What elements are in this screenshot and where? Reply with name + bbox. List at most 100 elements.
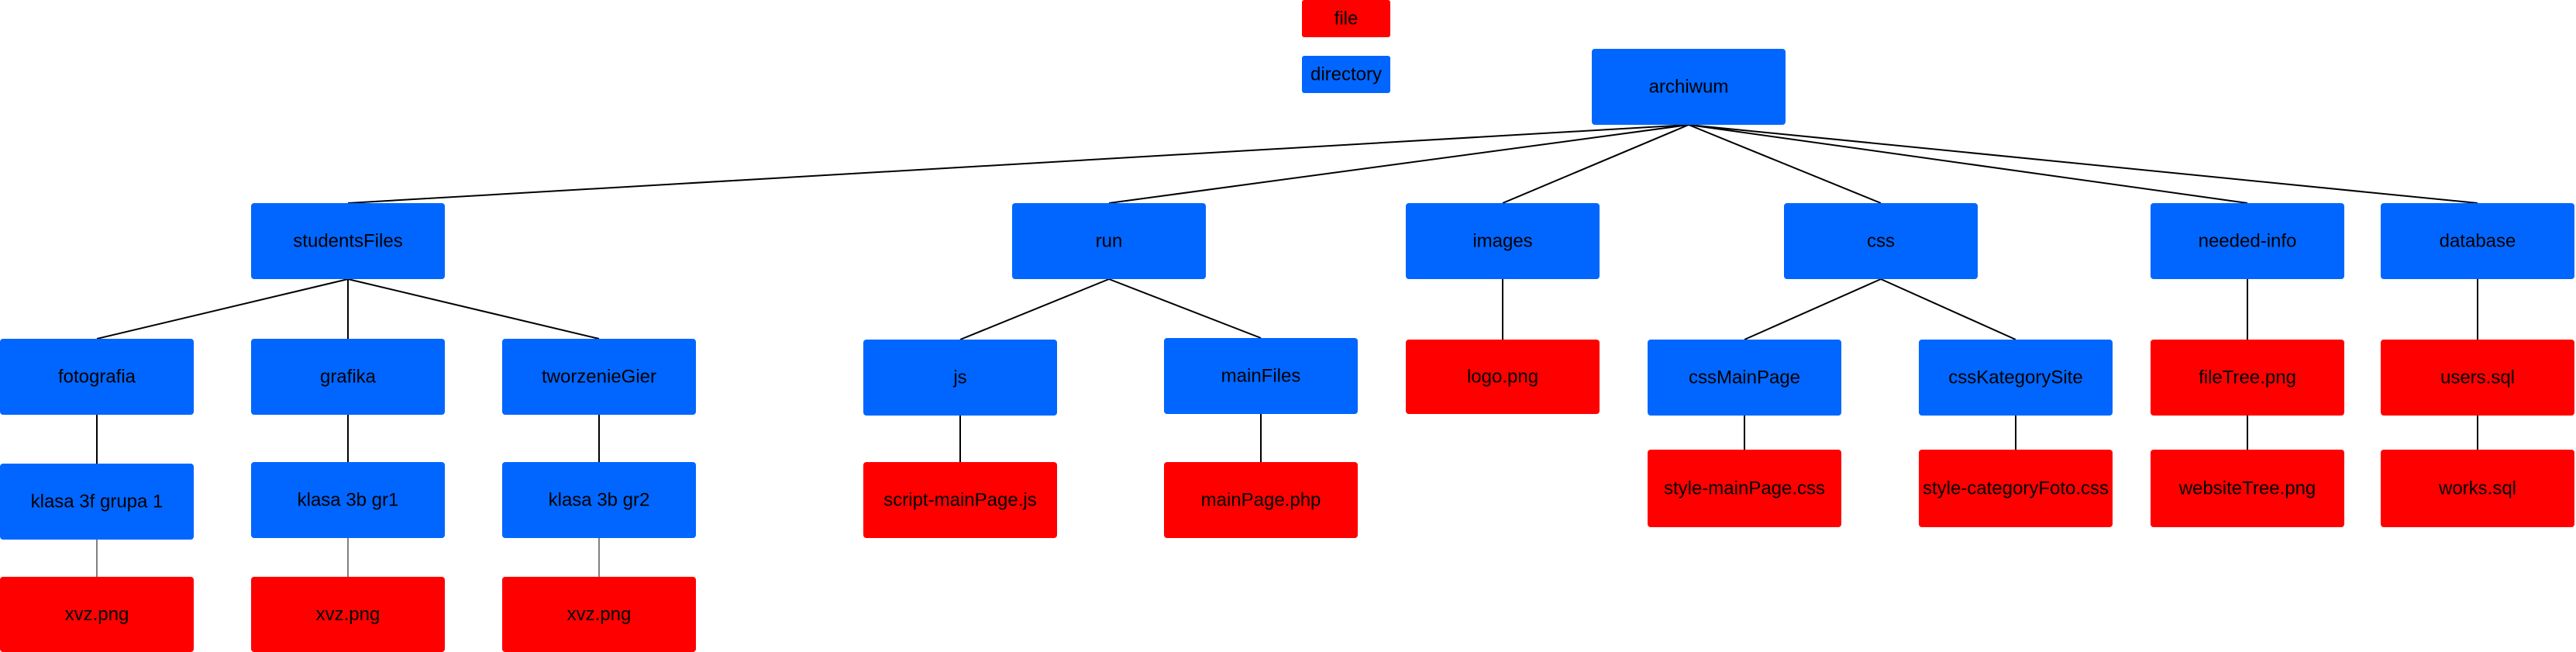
file-node-box [1648,450,1841,527]
directory-node-label: css [1867,230,1895,251]
connector-run-to-main-files [1108,278,1262,339]
file-node-main-page-php[interactable]: mainPage.php [1164,462,1358,538]
directory-node-box [502,462,696,538]
file-node-label: websiteTree.png [2178,478,2316,498]
file-node-label: mainPage.php [1201,489,1321,510]
file-node-file-tree-png[interactable]: fileTree.png [2151,340,2344,416]
directory-node-klasa-3b-gr2[interactable]: klasa 3b gr2 [502,462,696,538]
directory-node-klasa-3f-grupa-1[interactable]: klasa 3f grupa 1 [0,464,194,540]
file-node-label: xvz.png [65,604,129,625]
directory-node-box [1784,203,1978,279]
file-node-box [251,577,445,652]
directory-node-box [2381,203,2574,279]
directory-node-tworzenie-gier[interactable]: tworzenieGier [502,339,696,415]
directory-node-css-kategory-site[interactable]: cssKategorySite [1919,340,2113,416]
directory-node-label: database [2440,230,2516,251]
directory-node-klasa-3b-gr1[interactable]: klasa 3b gr1 [251,462,445,538]
legend-directory-swatch [1302,56,1390,93]
file-node-label: style-mainPage.css [1664,478,1825,498]
file-node-website-tree-png[interactable]: websiteTree.png [2151,450,2344,527]
directory-node-archiwum[interactable]: archiwum [1592,49,1786,125]
directory-node-label: archiwum [1649,76,1729,97]
file-node-box [1919,450,2113,527]
file-node-label: logo.png [1467,366,1538,387]
directory-node-label: klasa 3b gr1 [298,489,399,510]
connector-archiwum-to-database [1688,124,2478,204]
directory-node-label: studentsFiles [293,230,402,251]
directory-node-fotografia[interactable]: fotografia [0,339,194,415]
directory-node-box [2151,203,2344,279]
connector-css-to-css-main-page [1744,278,1882,340]
connector-archiwum-to-images [1502,124,1689,204]
directory-node-label: cssMainPage [1689,367,1800,388]
directory-node-label: klasa 3f grupa 1 [31,491,164,512]
file-node-works-sql[interactable]: works.sql [2381,450,2574,527]
connector-students-files-to-fotografia [96,278,349,340]
file-node-style-main-page-css[interactable]: style-mainPage.css [1648,450,1841,527]
file-node-box [2151,450,2344,527]
directory-node-box [1012,203,1206,279]
file-node-script-main-page-js[interactable]: script-mainPage.js [863,462,1057,538]
file-node-box [863,462,1057,538]
connector-students-files-to-tworzenie-gier [347,278,600,340]
directory-node-grafika[interactable]: grafika [251,339,445,415]
legend-directory-label: directory [1310,64,1382,85]
directory-node-needed-info[interactable]: needed-info [2151,203,2344,279]
directory-node-box [1592,49,1786,125]
file-node-xvz-png[interactable]: xvz.png [502,577,696,652]
directory-node-label: cssKategorySite [1948,367,2082,388]
directory-node-label: needed-info [2199,230,2297,251]
legend: file directory [1302,0,1390,93]
directory-node-css-main-page[interactable]: cssMainPage [1648,340,1841,416]
directory-node-box [251,462,445,538]
directory-node-box [1919,340,2113,416]
directory-node-label: fotografia [58,366,136,387]
nodes: archiwum studentsFiles run images css needed-… [0,49,2574,652]
file-node-box [1406,340,1600,414]
directory-node-students-files[interactable]: studentsFiles [251,203,445,279]
directory-node-css[interactable]: css [1784,203,1978,279]
file-node-users-sql[interactable]: users.sql [2381,340,2574,416]
file-node-box [1164,462,1358,538]
directory-node-box [1164,338,1358,414]
directory-node-label: run [1096,230,1123,251]
file-node-label: works.sql [2438,478,2516,498]
file-node-box [2381,450,2574,527]
legend-directory: directory [1302,56,1390,93]
file-node-logo-png[interactable]: logo.png [1406,340,1600,414]
connector-archiwum-to-run [1108,124,1689,204]
directory-node-box [251,203,445,279]
file-node-box [0,577,194,652]
connector-run-to-js [959,278,1110,340]
file-node-xvz-png[interactable]: xvz.png [251,577,445,652]
file-node-box [2151,340,2344,416]
file-node-label: fileTree.png [2199,367,2296,388]
directory-node-label: js [952,367,966,388]
file-node-label: style-categoryFoto.css [1923,478,2109,498]
directory-node-run[interactable]: run [1012,203,1206,279]
directory-node-box [1406,203,1600,279]
directory-node-js[interactable]: js [863,340,1057,416]
directory-node-main-files[interactable]: mainFiles [1164,338,1358,414]
directory-node-box [251,339,445,415]
file-node-box [502,577,696,652]
directory-node-box [863,340,1057,416]
connector-archiwum-to-needed-info [1688,124,2248,204]
directory-node-box [502,339,696,415]
directory-node-database[interactable]: database [2381,203,2574,279]
directory-node-images[interactable]: images [1406,203,1600,279]
connector-archiwum-to-css [1688,124,1882,204]
legend-file-swatch [1302,0,1390,37]
directory-node-label: grafika [320,366,377,387]
directory-node-box [0,464,194,540]
directory-node-label: klasa 3b gr2 [549,489,650,510]
file-node-style-category-foto-css[interactable]: style-categoryFoto.css [1919,450,2113,527]
file-node-label: script-mainPage.js [883,489,1036,510]
connectors [96,124,2478,577]
file-node-xvz-png[interactable]: xvz.png [0,577,194,652]
file-node-label: users.sql [2440,367,2515,388]
connector-css-to-css-kategory-site [1880,278,2016,340]
file-node-label: xvz.png [567,604,632,625]
legend-file-label: file [1334,8,1359,29]
